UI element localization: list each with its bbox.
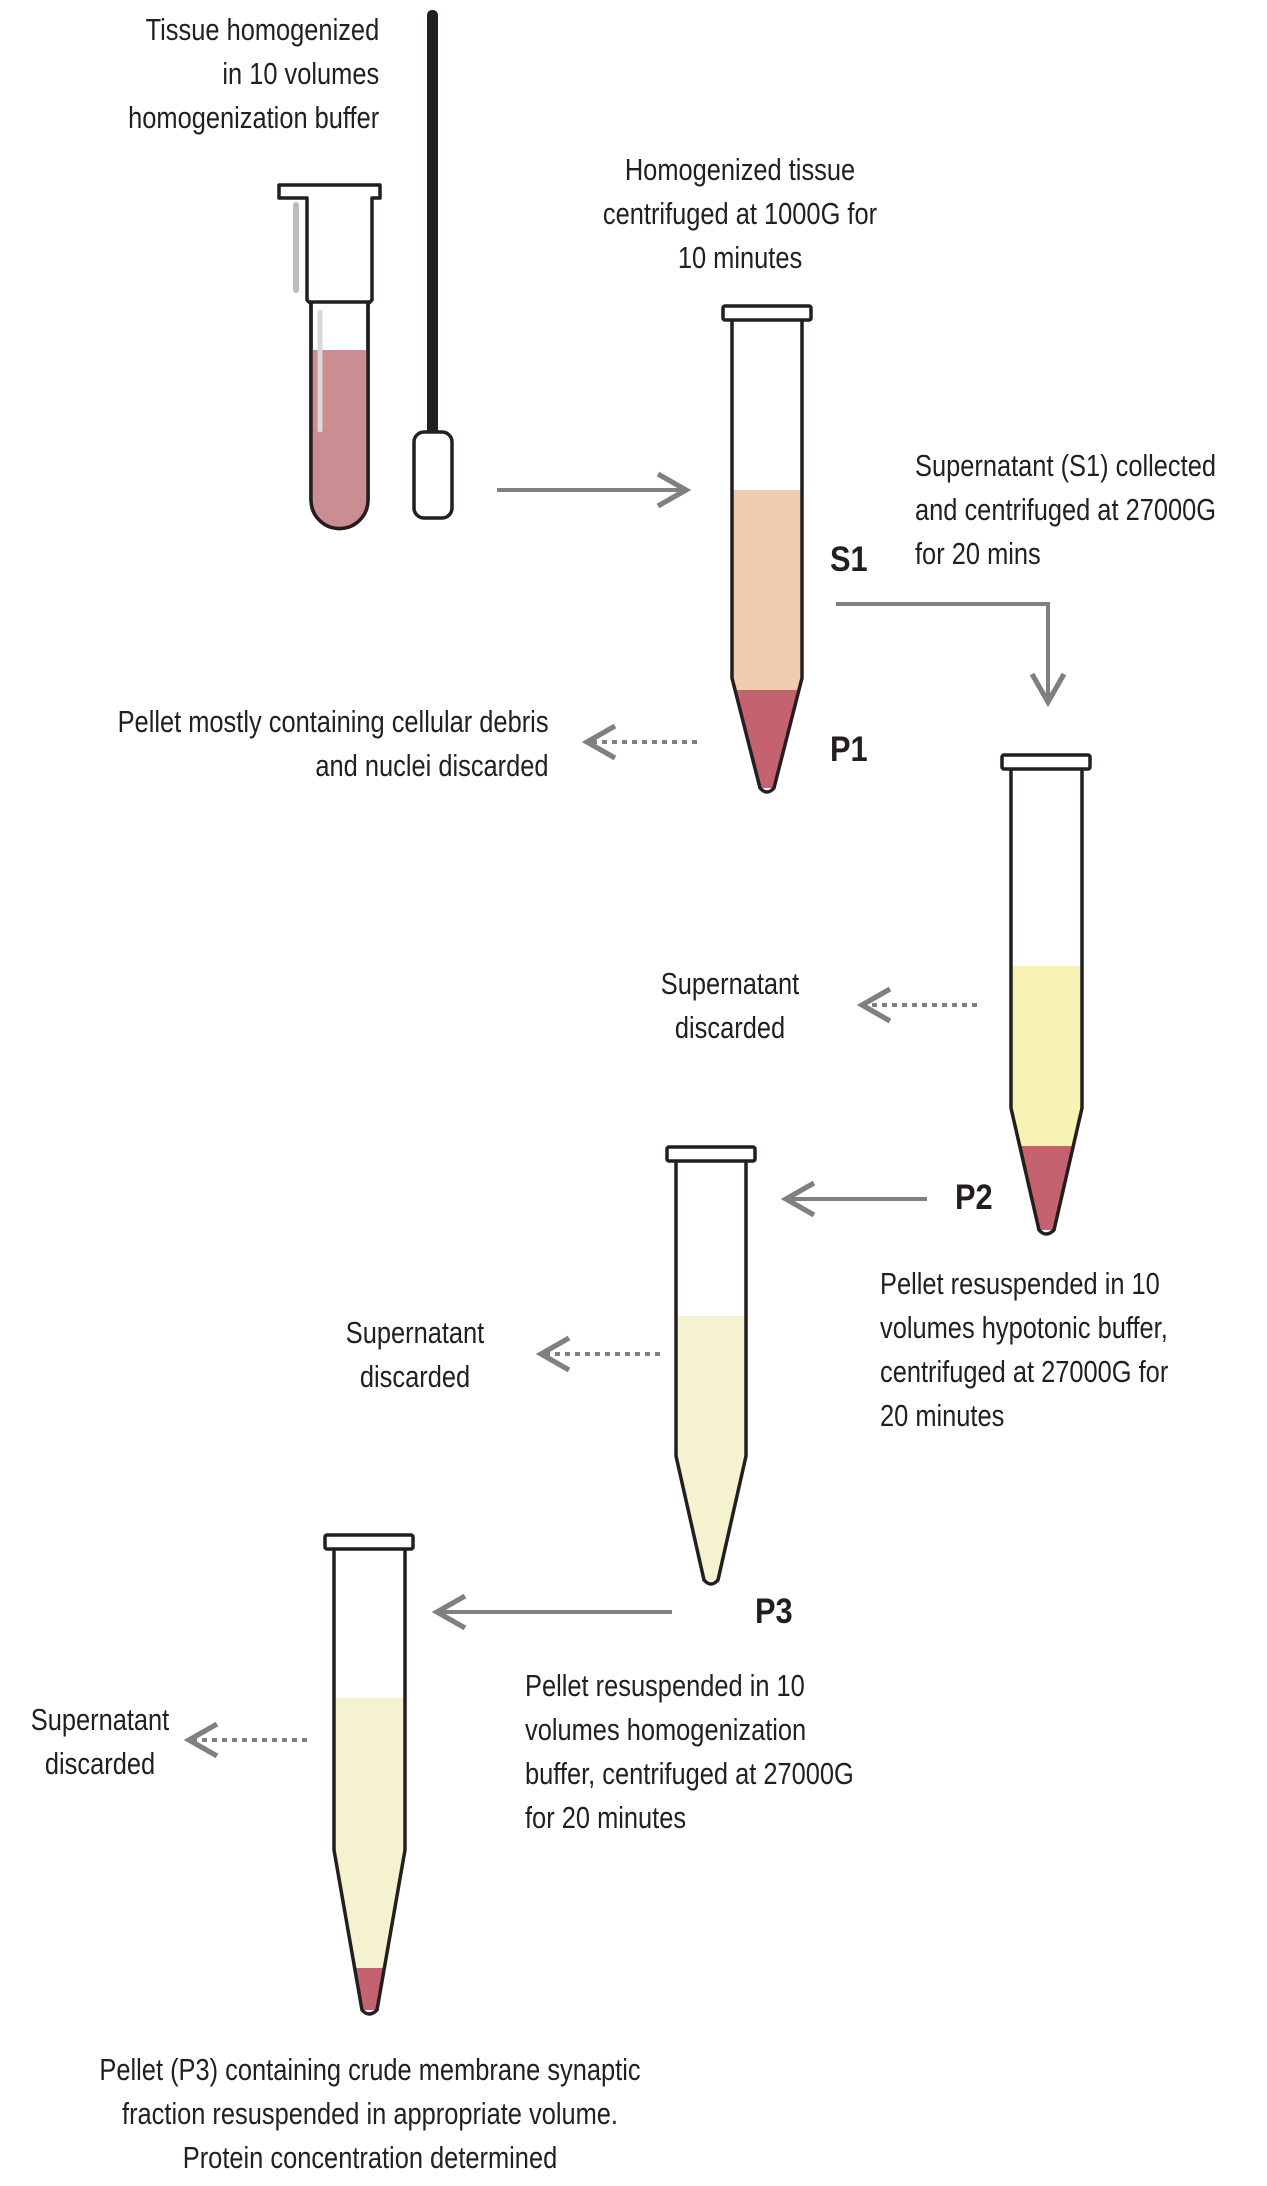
centrifuge-tube-2: [1000, 753, 1092, 1236]
homogenizer-tube: [277, 183, 382, 531]
tag-p2: P2: [955, 1178, 993, 1217]
tag-p1: P1: [830, 730, 868, 769]
supernatant-discarded-label-2: Supernatant discarded: [345, 1315, 485, 1394]
centrifuge-tube-1: [721, 304, 813, 794]
centrifuge-tube-4: [323, 1533, 415, 2016]
tag-p3: P3: [755, 1592, 793, 1631]
supernatant-discarded-label-1: Supernatant discarded: [660, 966, 800, 1045]
supernatant-s1-fill: [732, 490, 802, 690]
p3-resuspend-label: Pellet resuspended in 10 volumes homogen…: [525, 1668, 854, 1835]
supernatant-discarded-label-3: Supernatant discarded: [30, 1702, 170, 1781]
pellet-p1-fill: [732, 690, 802, 788]
pestle: [412, 10, 454, 520]
homogenize-label: Tissue homogenized in 10 volumes homogen…: [127, 12, 379, 135]
pellet-final-fill: [334, 1968, 405, 2010]
p1-discard-label: Pellet mostly containing cellular debris…: [118, 704, 549, 783]
supernatant-fill-2: [1011, 966, 1082, 1146]
arrow-s1-to-tube2: [836, 602, 1067, 708]
s1-collect-label: Supernatant (S1) collected and centrifug…: [915, 448, 1217, 571]
centrifuge-tube-3: [665, 1145, 757, 1586]
supernatant-fill-4: [334, 1698, 405, 1998]
p2-resuspend-label: Pellet resuspended in 10 volumes hypoton…: [880, 1266, 1169, 1433]
supernatant-fill-3: [676, 1316, 746, 1580]
tag-s1: S1: [830, 540, 868, 579]
centrifuge1-label: Homogenized tissue centrifuged at 1000G …: [602, 152, 878, 275]
final-pellet-label: Pellet (P3) containing crude membrane sy…: [99, 2052, 641, 2175]
